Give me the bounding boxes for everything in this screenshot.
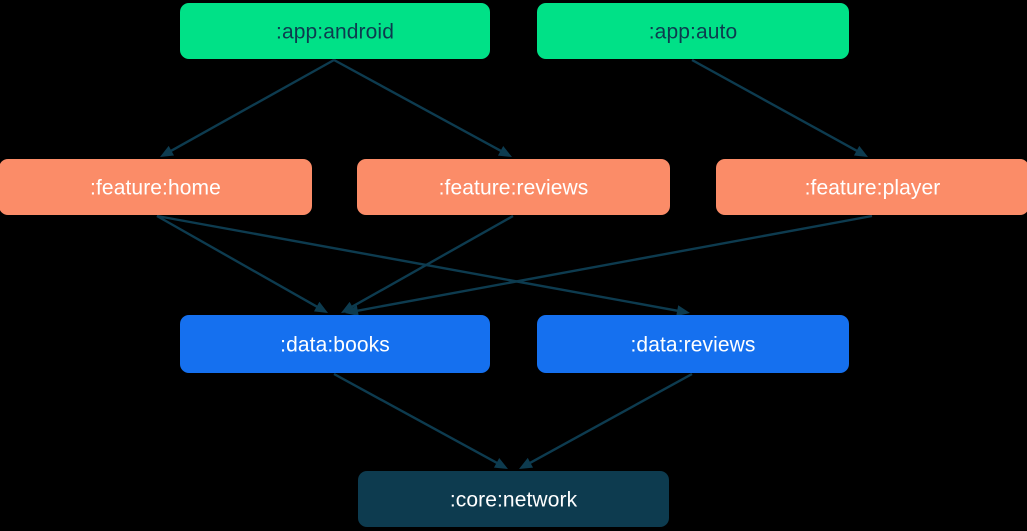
edge-home-books bbox=[156, 214, 320, 309]
node-box-data-reviews[interactable] bbox=[537, 315, 849, 373]
node-box-feature-player[interactable] bbox=[716, 159, 1027, 215]
edge-android-home bbox=[169, 58, 335, 153]
node-feature-player[interactable]: :feature:player bbox=[716, 159, 1027, 215]
edge-android-reviews bbox=[333, 58, 503, 153]
arrowhead-android-home bbox=[160, 145, 175, 157]
arrowhead-home-reviews-data bbox=[676, 305, 690, 317]
node-box-data-books[interactable] bbox=[180, 315, 490, 373]
node-feature-home[interactable]: :feature:home bbox=[0, 159, 312, 215]
node-box-app-auto[interactable] bbox=[537, 3, 849, 59]
node-box-feature-reviews[interactable] bbox=[357, 159, 670, 215]
nodes-layer: :app:android :app:auto :feature:home :featu… bbox=[0, 3, 1027, 527]
node-data-books[interactable]: :data:books bbox=[180, 315, 490, 373]
edge-home-reviews-data bbox=[156, 214, 680, 313]
edge-reviews-data-network bbox=[528, 372, 693, 465]
arrowhead-player-books bbox=[345, 305, 359, 317]
node-app-auto[interactable]: :app:auto bbox=[537, 3, 849, 59]
edges-layer bbox=[156, 58, 873, 469]
node-data-reviews[interactable]: :data:reviews bbox=[537, 315, 849, 373]
node-feature-reviews[interactable]: :feature:reviews bbox=[357, 159, 670, 215]
edge-player-books bbox=[355, 214, 873, 313]
arrowhead-android-reviews bbox=[497, 145, 512, 157]
edge-reviews-books bbox=[349, 214, 514, 309]
node-app-android[interactable]: :app:android bbox=[180, 3, 490, 59]
arrowhead-auto-player bbox=[853, 145, 868, 157]
node-box-core-network[interactable] bbox=[358, 471, 669, 527]
node-box-feature-home[interactable] bbox=[0, 159, 312, 215]
edge-auto-player bbox=[691, 58, 859, 153]
node-core-network[interactable]: :core:network bbox=[358, 471, 669, 527]
arrowhead-books-network bbox=[493, 457, 508, 469]
node-box-app-android[interactable] bbox=[180, 3, 490, 59]
edge-books-network bbox=[333, 372, 499, 465]
arrowhead-reviews-data-network bbox=[519, 457, 534, 469]
arrowhead-home-books bbox=[313, 301, 328, 313]
